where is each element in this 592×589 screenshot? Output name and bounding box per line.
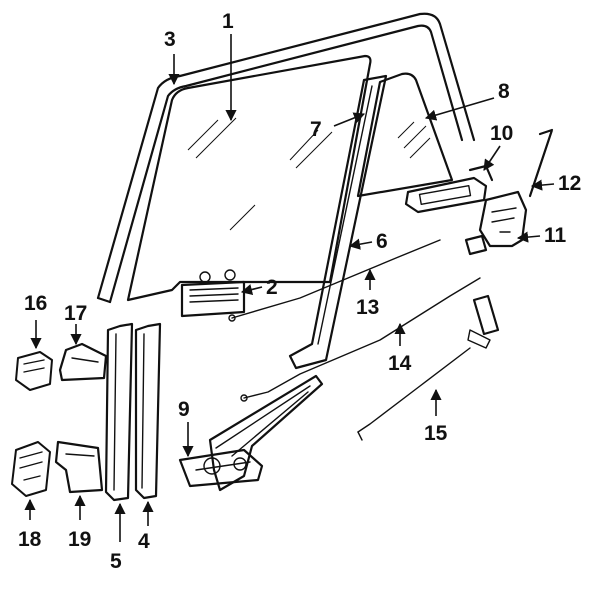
- callout-label-2: 2: [266, 276, 278, 299]
- callout-label-16: 16: [24, 292, 47, 315]
- callout-16: 16: [24, 292, 47, 350]
- callout-15: 15: [424, 388, 448, 445]
- part-13-rod: [228, 239, 441, 322]
- callout-14: 14: [388, 322, 412, 375]
- part-17-bracket: [58, 342, 108, 382]
- callout-9: 9: [178, 398, 194, 458]
- part-16-clip: [15, 351, 53, 391]
- part-14-rod: [240, 277, 481, 402]
- callout-8: 8: [424, 80, 510, 121]
- callout-13: 13: [356, 268, 379, 319]
- part-5-front-channel: [104, 322, 134, 502]
- callout-6: 6: [348, 230, 388, 253]
- callout-12: 12: [530, 172, 581, 195]
- callout-label-14: 14: [388, 352, 412, 375]
- part-8-quarter-glass: [356, 72, 454, 198]
- callout-10: 10: [483, 122, 513, 171]
- part-7-division-bar: [288, 74, 388, 370]
- callout-label-19: 19: [68, 528, 91, 551]
- part-1-door-glass: [126, 54, 372, 302]
- part-11-latch: [464, 190, 528, 256]
- callout-label-12: 12: [558, 172, 581, 195]
- callout-label-17: 17: [64, 302, 87, 325]
- callout-label-13: 13: [356, 296, 379, 319]
- callout-label-8: 8: [498, 80, 510, 103]
- callout-label-7: 7: [310, 118, 322, 141]
- callout-5: 5: [110, 502, 126, 573]
- callout-label-9: 9: [178, 398, 190, 421]
- callout-label-6: 6: [376, 230, 388, 253]
- callout-label-11: 11: [544, 224, 567, 247]
- part-18-latch: [11, 441, 51, 497]
- part-9-window-regulator: [178, 374, 324, 492]
- callout-label-5: 5: [110, 550, 122, 573]
- part-15-rod: [357, 347, 471, 441]
- callout-11: 11: [516, 224, 567, 247]
- callout-2: 2: [240, 276, 278, 299]
- part-3-run-channel: [96, 12, 476, 304]
- part-19-bracket: [54, 440, 104, 494]
- callout-label-10: 10: [490, 122, 513, 145]
- callout-label-18: 18: [18, 528, 42, 551]
- callout-1: 1: [222, 10, 237, 122]
- callout-17: 17: [64, 302, 87, 346]
- callout-18: 18: [18, 498, 42, 551]
- callout-label-1: 1: [222, 10, 234, 33]
- callout-label-3: 3: [164, 28, 176, 51]
- callout-label-15: 15: [424, 422, 448, 445]
- callout-19: 19: [68, 494, 91, 551]
- part-actuator: [467, 294, 500, 349]
- part-4-rear-channel: [134, 322, 162, 500]
- callout-4: 4: [138, 500, 154, 553]
- callout-7: 7: [310, 112, 366, 141]
- callout-label-4: 4: [138, 530, 150, 553]
- part-2-glass-channel: [180, 269, 246, 318]
- callout-3: 3: [164, 28, 180, 86]
